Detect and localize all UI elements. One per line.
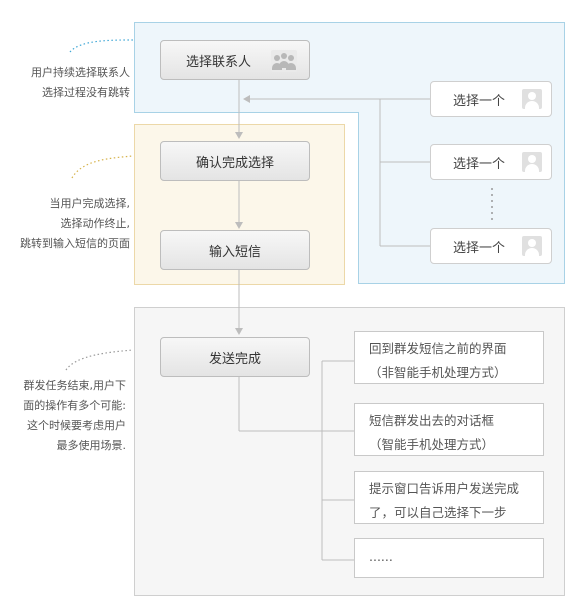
input-sms-step[interactable]: 输入短信 <box>160 230 310 270</box>
person-avatar-icon <box>522 152 542 172</box>
note-line: 用户持续选择联系人 <box>31 66 130 79</box>
option-line: （非智能手机处理方式） <box>369 365 507 380</box>
option-line: 短信群发出去的对话框 <box>369 413 495 428</box>
note-line: 最多使用场景. <box>56 439 127 452</box>
option-prompt-window[interactable]: 提示窗口告诉用户发送完成 了，可以自己选择下一步 <box>354 471 544 524</box>
select-stage-panel-border-fix <box>134 112 358 113</box>
note-line: 面的操作有多个可能: <box>23 399 126 412</box>
pick-contact-2[interactable]: 选择一个 <box>430 144 552 180</box>
option-sms-dialog[interactable]: 短信群发出去的对话框 （智能手机处理方式） <box>354 403 544 456</box>
input-sms-label: 输入短信 <box>208 244 261 260</box>
select-contact-label: 选择联系人 <box>186 54 252 70</box>
pick-contact-3[interactable]: 选择一个 <box>430 228 552 264</box>
confirm-selection-step[interactable]: 确认完成选择 <box>160 141 310 181</box>
person-avatar-icon <box>522 89 542 109</box>
pick-contact-label: 选择一个 <box>453 156 506 172</box>
confirm-selection-label: 确认完成选择 <box>195 155 274 171</box>
select-stage-panel-border-fix-v <box>358 112 359 284</box>
note-confirm: 当用户完成选择, 选择动作终止, 跳转到输入短信的页面 <box>4 194 130 254</box>
pick-contact-label: 选择一个 <box>453 93 506 109</box>
option-line: 了，可以自己选择下一步 <box>369 505 507 520</box>
option-line: （智能手机处理方式） <box>369 437 495 452</box>
option-line: 提示窗口告诉用户发送完成 <box>369 481 520 496</box>
note-line: 选择过程没有跳转 <box>42 86 130 99</box>
send-complete-step[interactable]: 发送完成 <box>160 337 310 377</box>
send-complete-label: 发送完成 <box>208 351 261 367</box>
note-line: 跳转到输入短信的页面 <box>20 237 130 250</box>
pick-contact-1[interactable]: 选择一个 <box>430 81 552 117</box>
note-select: 用户持续选择联系人 选择过程没有跳转 <box>4 63 130 103</box>
note-line: 选择动作终止, <box>60 217 131 230</box>
note-line: 群发任务结束,用户下 <box>23 379 127 392</box>
note-line: 当用户完成选择, <box>49 197 131 210</box>
select-contact-step[interactable]: 选择联系人 <box>160 40 310 80</box>
note-send: 群发任务结束,用户下 面的操作有多个可能: 这个时候要考虑用户 最多使用场景. <box>0 376 126 456</box>
contacts-group-icon <box>271 50 297 72</box>
option-line: ...... <box>369 549 393 564</box>
option-return-previous[interactable]: 回到群发短信之前的界面 （非智能手机处理方式） <box>354 331 544 384</box>
person-avatar-icon <box>522 236 542 256</box>
option-more[interactable]: ...... <box>354 538 544 578</box>
note-line: 这个时候要考虑用户 <box>27 419 126 432</box>
option-line: 回到群发短信之前的界面 <box>369 341 507 356</box>
pick-contact-label: 选择一个 <box>453 240 506 256</box>
